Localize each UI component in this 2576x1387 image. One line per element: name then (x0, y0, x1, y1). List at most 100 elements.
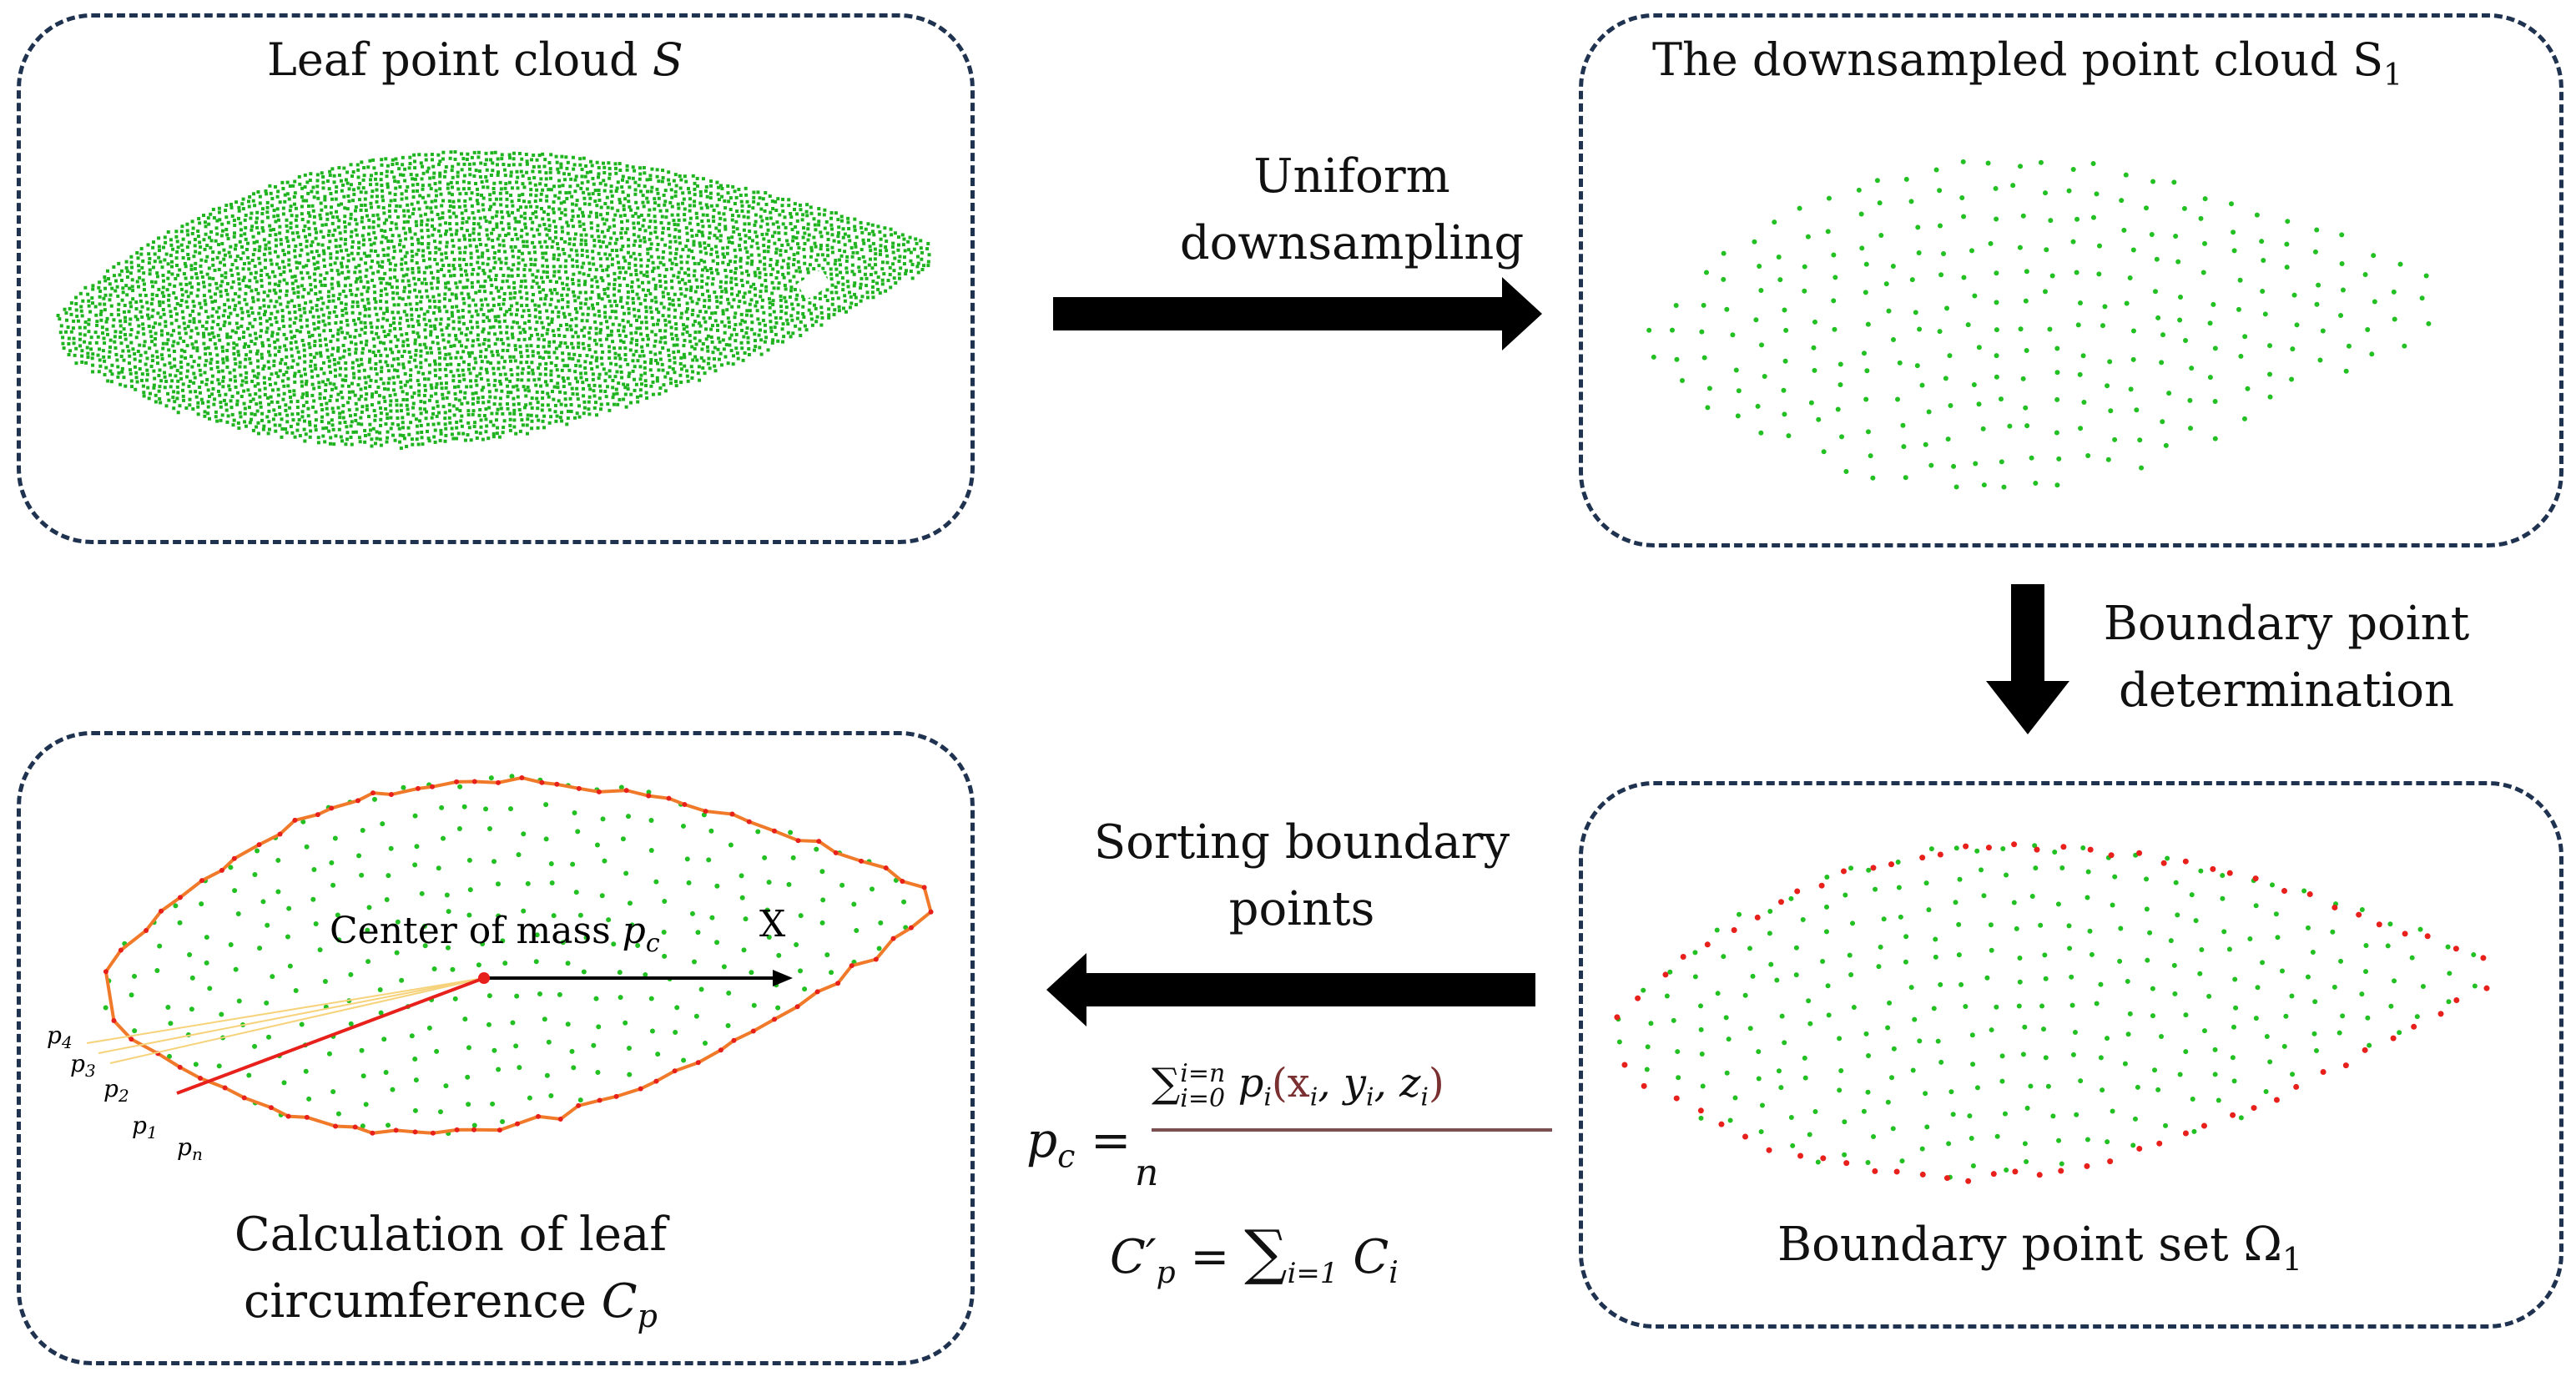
leaf-point (319, 351, 323, 355)
leaf-point (536, 406, 540, 411)
leaf-point (805, 267, 809, 271)
leaf-point (306, 191, 310, 195)
leaf-point (170, 272, 174, 276)
leaf-point (379, 411, 383, 416)
leaf-point (350, 381, 354, 386)
leaf-point (724, 290, 728, 294)
leaf-point (455, 285, 459, 290)
leaf-point (194, 261, 198, 265)
leaf-point (571, 214, 575, 219)
leaf-point (272, 214, 276, 219)
leaf-point (444, 221, 448, 225)
leaf-point (272, 228, 276, 232)
leaf-point (203, 299, 207, 303)
leaf-point (287, 258, 291, 262)
leaf-point (424, 323, 428, 327)
leaf-point (550, 320, 554, 325)
leaf-point (219, 234, 224, 238)
leaf-point (554, 229, 558, 234)
leaf-point (295, 230, 300, 235)
leaf-point (471, 227, 476, 231)
leaf-point (542, 164, 547, 169)
leaf-point (244, 376, 248, 380)
leaf-point (214, 299, 218, 303)
leaf-point (404, 302, 408, 306)
leaf-point (683, 213, 687, 217)
leaf-point (195, 349, 199, 353)
leaf-point (315, 374, 320, 378)
leaf-point (658, 357, 663, 361)
leaf-point (189, 275, 194, 280)
leaf-point (331, 294, 335, 298)
leaf-point (346, 253, 350, 257)
leaf-point (237, 353, 241, 357)
leaf-point (542, 356, 546, 361)
leaf-point (340, 396, 345, 400)
leaf-point (674, 184, 678, 188)
leaf-point (709, 247, 713, 251)
leaf-point (759, 283, 764, 287)
leaf-point (683, 218, 687, 222)
leaf-point (196, 405, 200, 409)
leaf-point (551, 310, 555, 314)
leaf-point (707, 244, 711, 248)
leaf-point (115, 285, 119, 289)
leaf-point (445, 255, 449, 260)
leaf-point (707, 295, 711, 299)
leaf-point (85, 345, 89, 350)
leaf-point (87, 304, 91, 308)
leaf-point (440, 204, 444, 208)
leaf-point (461, 373, 466, 377)
leaf-point (456, 385, 461, 389)
leaf-point (617, 381, 621, 386)
leaf-point (375, 182, 379, 186)
leaf-point (602, 222, 607, 226)
leaf-point (599, 407, 603, 411)
leaf-point (84, 361, 88, 365)
downsampling-label: Uniform downsampling (1085, 144, 1619, 277)
leaf-point (224, 215, 229, 219)
leaf-point (581, 312, 585, 316)
leaf-point (341, 289, 345, 293)
leaf-point (590, 278, 594, 282)
leaf-point (505, 377, 509, 381)
leaf-point (306, 259, 310, 263)
leaf-point (245, 241, 250, 245)
leaf-point (582, 325, 587, 330)
leaf-point (150, 359, 154, 363)
leaf-point (779, 294, 783, 298)
leaf-point (434, 386, 438, 390)
leaf-point (213, 268, 217, 272)
leaf-point (703, 320, 708, 324)
leaf-point (333, 362, 337, 366)
leaf-point (355, 407, 359, 411)
leaf-point (485, 424, 489, 428)
leaf-point (705, 213, 709, 217)
leaf-point (435, 400, 439, 404)
leaf-point (536, 401, 540, 405)
leaf-point (186, 295, 190, 299)
leaf-point (607, 350, 612, 354)
leaf-point (250, 310, 255, 315)
leaf-point (375, 199, 379, 204)
leaf-point (453, 385, 457, 389)
leaf-point (189, 267, 194, 271)
leaf-point (461, 431, 466, 436)
leaf-point (679, 367, 683, 371)
leaf-point (647, 258, 651, 262)
leaf-point (255, 220, 259, 224)
leaf-point (260, 329, 264, 333)
leaf-point (685, 330, 689, 334)
leaf-point (521, 174, 525, 178)
leaf-point (139, 310, 143, 314)
leaf-point (549, 153, 553, 157)
leaf-point (248, 357, 252, 361)
leaf-point (595, 413, 599, 417)
leaf-point (262, 252, 266, 256)
leaf-point (661, 346, 665, 351)
leaf-point (445, 240, 449, 245)
leaf-point (227, 384, 231, 388)
leaf-point (422, 342, 426, 346)
leaf-point (364, 343, 368, 347)
leaf-point (639, 332, 643, 336)
